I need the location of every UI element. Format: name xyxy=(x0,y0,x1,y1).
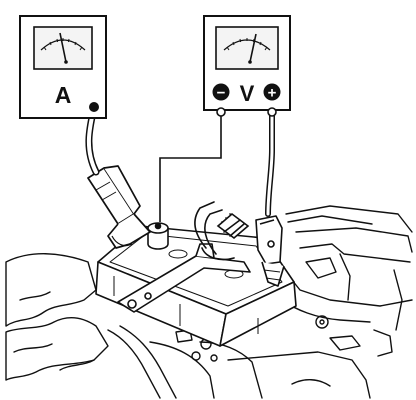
voltmeter-negative-lead xyxy=(159,116,222,222)
positive-battery-cable xyxy=(194,201,250,261)
voltmeter-negative-symbol-disc xyxy=(212,83,230,101)
voltmeter-positive-symbol-disc xyxy=(263,83,281,101)
voltmeter-negative-symbol: − xyxy=(217,85,226,102)
ammeter-symbol: A xyxy=(55,82,72,108)
voltmeter-positive-jack xyxy=(267,107,277,117)
ammeter-needle xyxy=(59,32,67,63)
ammeter-scale-ticks xyxy=(43,38,83,51)
ammeter-lead-jack xyxy=(89,102,99,112)
voltmeter-symbol: V xyxy=(240,81,255,106)
ammeter-inductive-clamp xyxy=(87,165,151,249)
ammeter: A xyxy=(19,15,107,119)
battery-hold-down-bracket xyxy=(117,243,251,313)
battery-negative-terminal xyxy=(147,222,169,250)
voltmeter-negative-jack xyxy=(216,107,226,117)
engine-bay-background xyxy=(5,205,413,399)
voltmeter-positive-lead xyxy=(265,113,275,217)
voltmeter-dial-window xyxy=(215,26,279,70)
voltmeter-needle xyxy=(249,33,257,63)
voltmeter: − V + xyxy=(203,15,291,117)
voltmeter-positive-symbol: + xyxy=(268,85,277,102)
alligator-clip xyxy=(255,215,285,287)
